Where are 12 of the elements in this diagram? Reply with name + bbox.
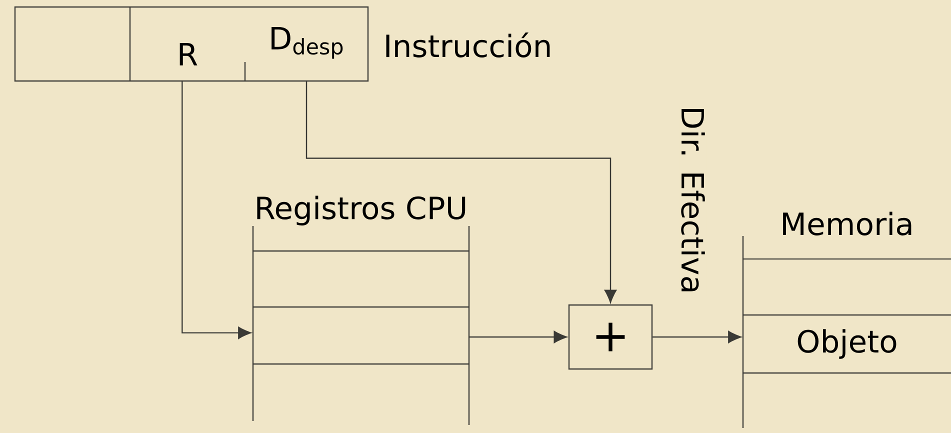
arrow <box>182 81 252 339</box>
box-caption: Instrucción <box>386 32 550 58</box>
arrow <box>469 330 567 344</box>
memory-cell: Objeto <box>798 329 896 359</box>
instruction-box <box>14 6 550 82</box>
instruction-field: D$_{desp}$ <box>272 26 343 59</box>
instruction-field: R <box>180 42 198 66</box>
arrow <box>306 81 617 303</box>
adder-box: + <box>568 304 653 370</box>
edge-label: Dir. Efectiva <box>681 108 705 292</box>
register-file: Registros CPU <box>252 196 470 425</box>
arrow <box>652 330 742 344</box>
